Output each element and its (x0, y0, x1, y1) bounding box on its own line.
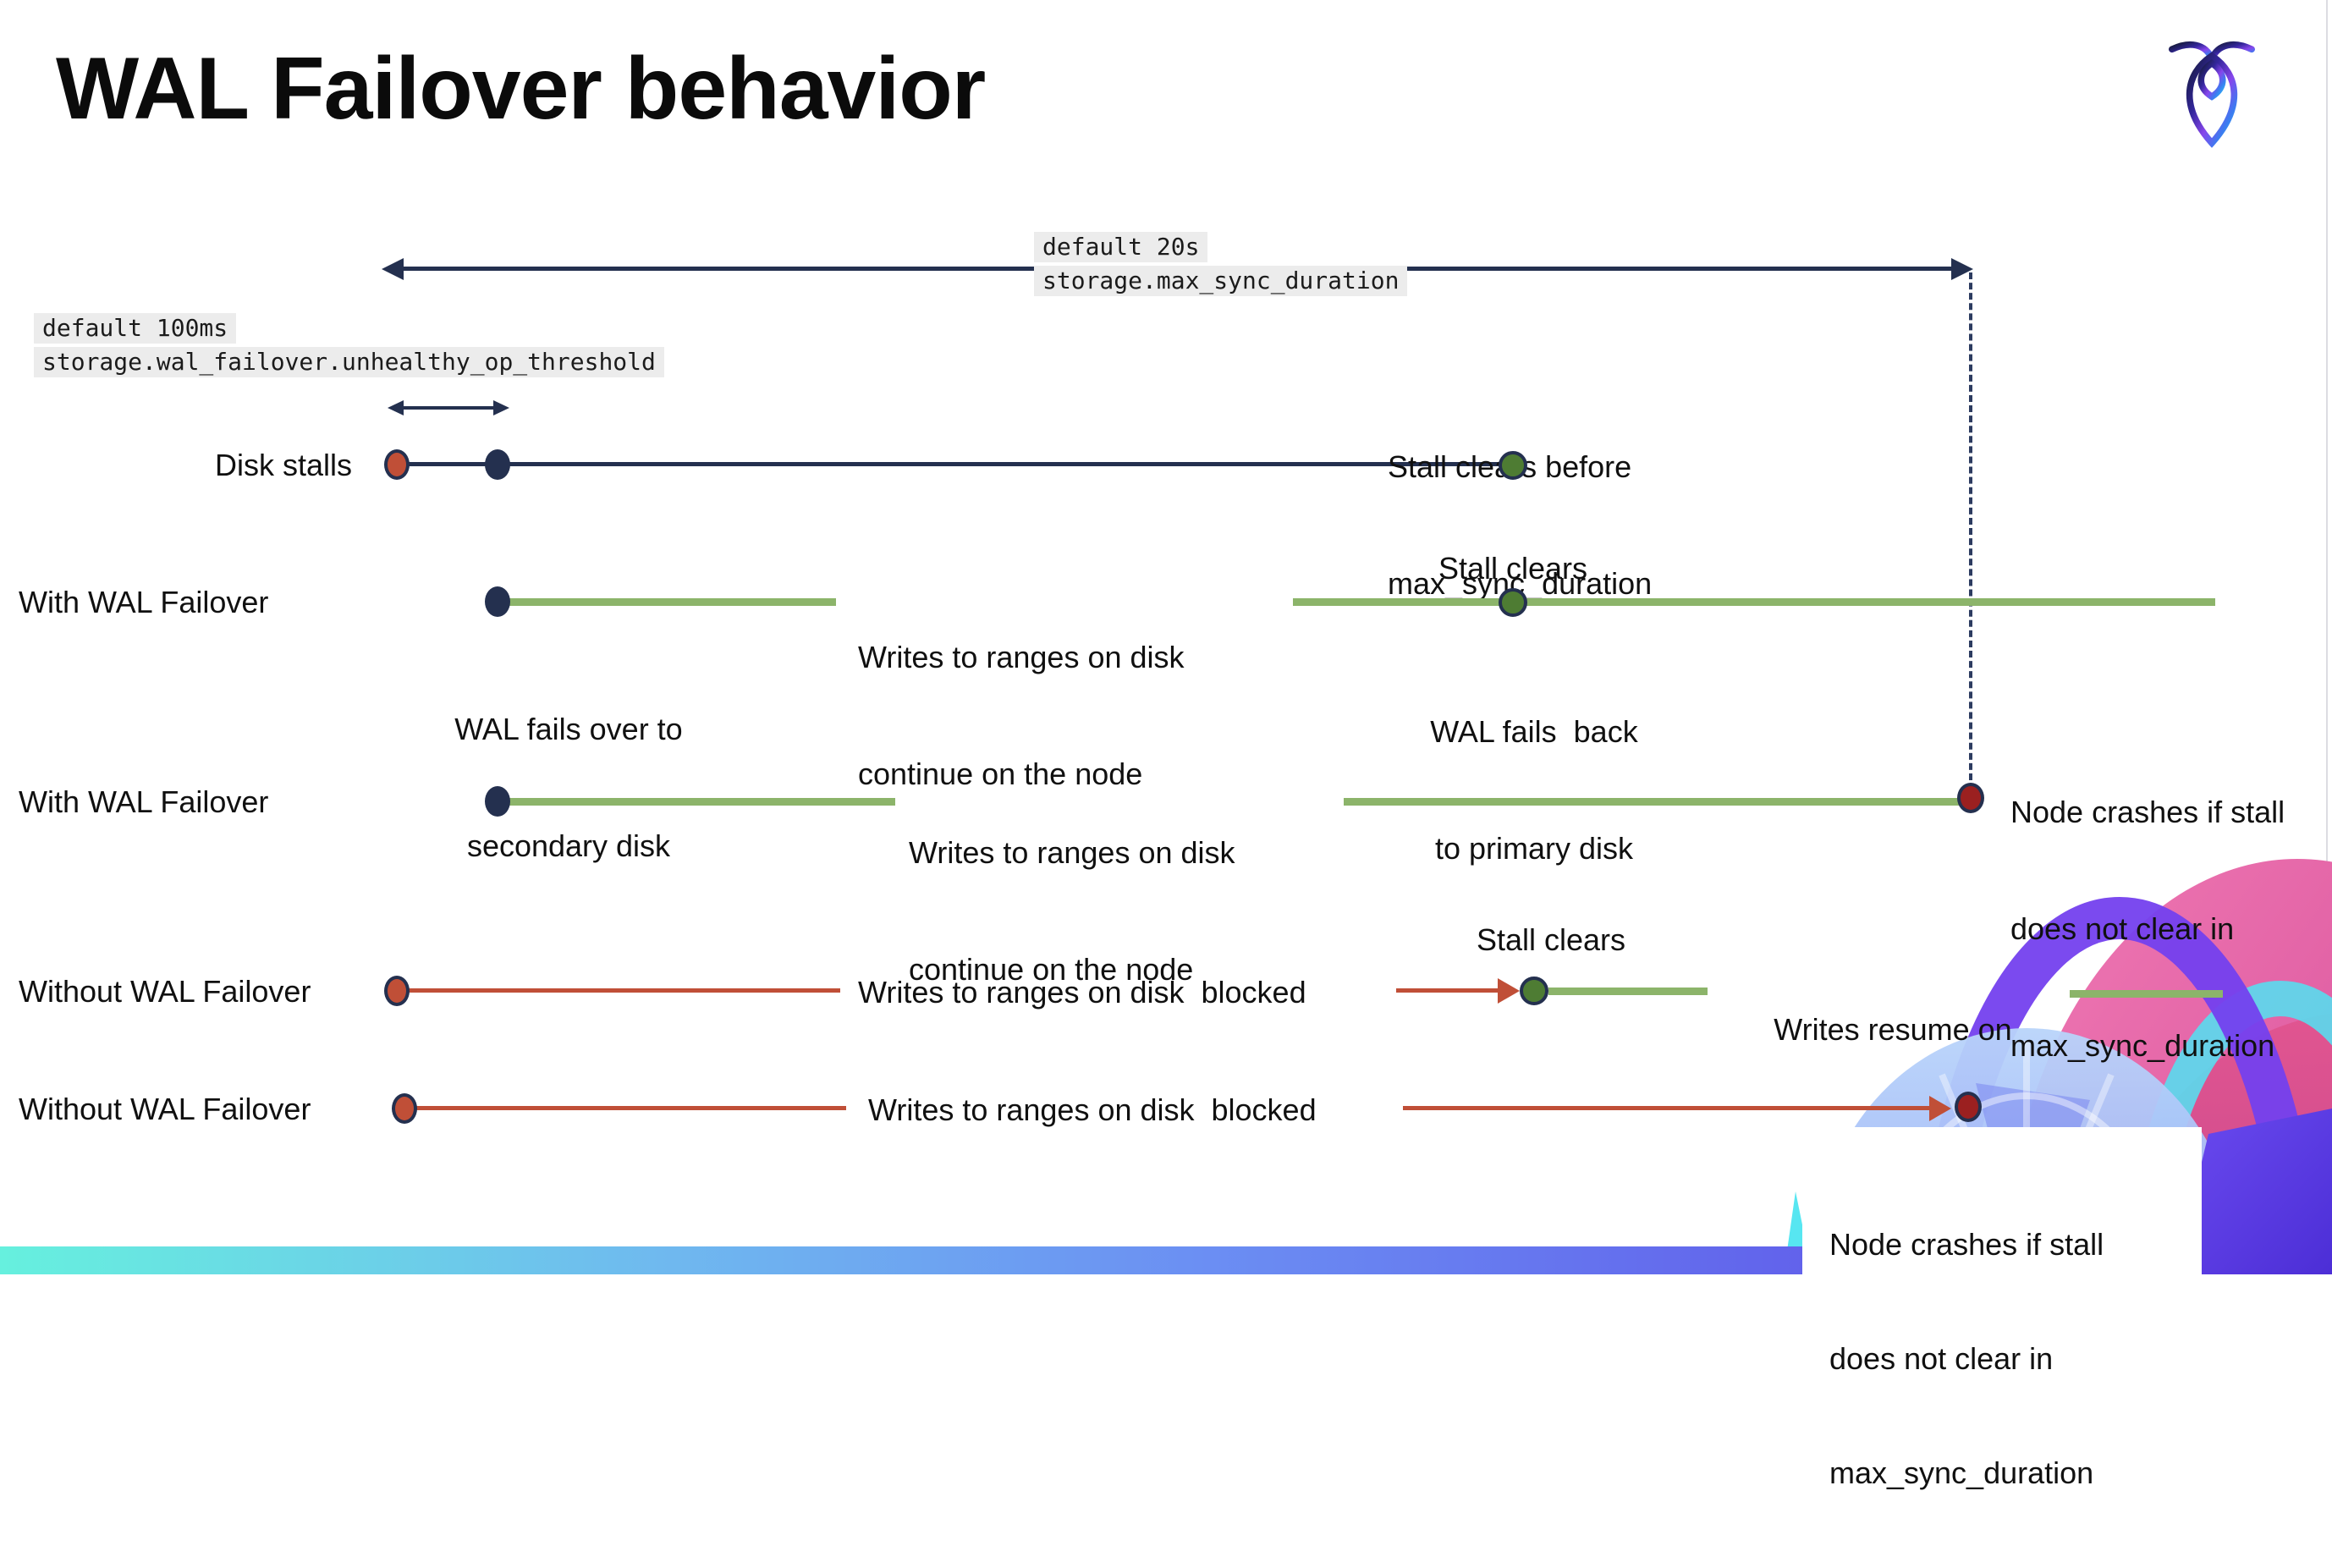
failover-dot (485, 586, 510, 617)
stall-clears-note: Stall clears (1438, 551, 1588, 586)
writes-continue-line1: Writes to ranges on disk (909, 835, 1235, 870)
blocked-writes-arrow-line (1396, 988, 1503, 993)
wal-fails-back-line1: WAL fails back (1430, 714, 1638, 749)
writes-continue-line2: continue on the node (909, 952, 1194, 987)
node-crashes-note: Node crashes if stall does not clear in … (1802, 1127, 2202, 1568)
failover-dot (485, 786, 510, 817)
node-crashes-line2: does not clear in (2010, 911, 2235, 946)
blocked-writes-line (416, 1106, 846, 1110)
threshold-setting-name: storage.wal_failover.unhealthy_op_thresh… (34, 347, 664, 377)
stall-start-dot (392, 1093, 417, 1124)
blocked-writes-line (409, 988, 840, 993)
wal-fails-back-note: WAL fails back to primary disk (1403, 635, 1665, 907)
max-sync-default-value: default 20s (1034, 232, 1208, 262)
node-crashes-line2: does not clear in (1829, 1341, 2054, 1376)
stall-start-dot (384, 449, 410, 480)
node-crashes-line1: Node crashes if stall (2010, 795, 2285, 829)
row-label-with-wal-failover: With WAL Failover (19, 585, 269, 619)
healthy-writes-line (508, 798, 895, 806)
writes-resume-line1: Writes resume on (1774, 1012, 2012, 1047)
wal-fails-over-line1: WAL fails over to (454, 712, 683, 746)
node-crashes-callout-box: Node crashes if stall does not clear in … (1802, 1127, 2202, 1490)
stall-clears-note: Stall clears (1476, 922, 1626, 957)
stall-clear-dot (1499, 588, 1527, 617)
row-label-without-wal-failover: Without WAL Failover (19, 1092, 311, 1126)
max-sync-setting-name: storage.max_sync_duration (1034, 266, 1408, 296)
writes-continue-line1: Writes to ranges on disk (858, 640, 1185, 674)
node-crash-dot (1955, 1092, 1982, 1122)
row-label-without-wal-failover: Without WAL Failover (19, 974, 311, 1009)
writes-continue-line2: continue on the node (858, 756, 1143, 791)
stall-clear-dot (1520, 977, 1548, 1005)
arrow-head-right-icon (1951, 258, 1973, 280)
node-crash-dot (1957, 783, 1984, 813)
blocked-writes-arrow-line (1403, 1106, 1929, 1110)
writes-blocked-note: Writes to ranges on disk blocked (868, 1092, 1317, 1127)
healthy-writes-line (1293, 598, 2215, 606)
writes-continue-note: Writes to ranges on disk continue on the… (909, 756, 1235, 1028)
node-crashes-line3: max_sync_duration (1829, 1455, 2094, 1490)
row-label-with-wal-failover: With WAL Failover (19, 784, 269, 819)
red-arrow-head-icon (1498, 978, 1520, 1004)
node-crashes-note: Node crashes if stall does not clear in … (2010, 715, 2285, 1104)
row-label-disk-stalls: Disk stalls (214, 448, 352, 482)
healthy-writes-line (1344, 798, 1960, 806)
disk-stall-timeline (397, 462, 1513, 466)
stall-start-dot (384, 976, 410, 1006)
red-arrow-head-icon (1929, 1096, 1951, 1121)
wal-fails-over-line2: secondary disk (466, 828, 671, 863)
cockroachdb-logo-icon (2168, 41, 2255, 148)
unhealthy-op-threshold-label: default 100ms storage.wal_failover.unhea… (34, 313, 795, 381)
resumed-writes-line (2070, 990, 2223, 998)
threshold-arrow-line (400, 406, 495, 410)
failover-trigger-dot (485, 449, 510, 480)
arrow-head-left-icon (388, 400, 404, 415)
writes-blocked-note: Writes to ranges on disk blocked (858, 975, 1306, 1010)
page-title: WAL Failover behavior (56, 40, 986, 138)
healthy-writes-line (508, 598, 836, 606)
max-sync-setting-label: default 20s storage.max_sync_duration (1034, 232, 1542, 300)
slide-edge-line (2326, 0, 2328, 1274)
node-crashes-line3: max_sync_duration (2010, 1028, 2275, 1063)
wal-fails-back-line2: to primary disk (1434, 831, 1634, 866)
stall-clear-dot (1499, 451, 1527, 480)
stall-clears-before-line1: Stall clears before (1388, 449, 1632, 484)
resumed-writes-line (1548, 988, 1708, 995)
threshold-default-value: default 100ms (34, 313, 237, 344)
node-crashes-line1: Node crashes if stall (1829, 1227, 2104, 1262)
arrow-head-right-icon (493, 400, 509, 415)
max-sync-deadline-dashed-line (1969, 272, 1972, 780)
arrow-head-left-icon (382, 258, 404, 280)
wal-fails-over-note: WAL fails over to secondary disk (432, 632, 706, 905)
writes-continue-note: Writes to ranges on disk continue on the… (858, 560, 1185, 833)
